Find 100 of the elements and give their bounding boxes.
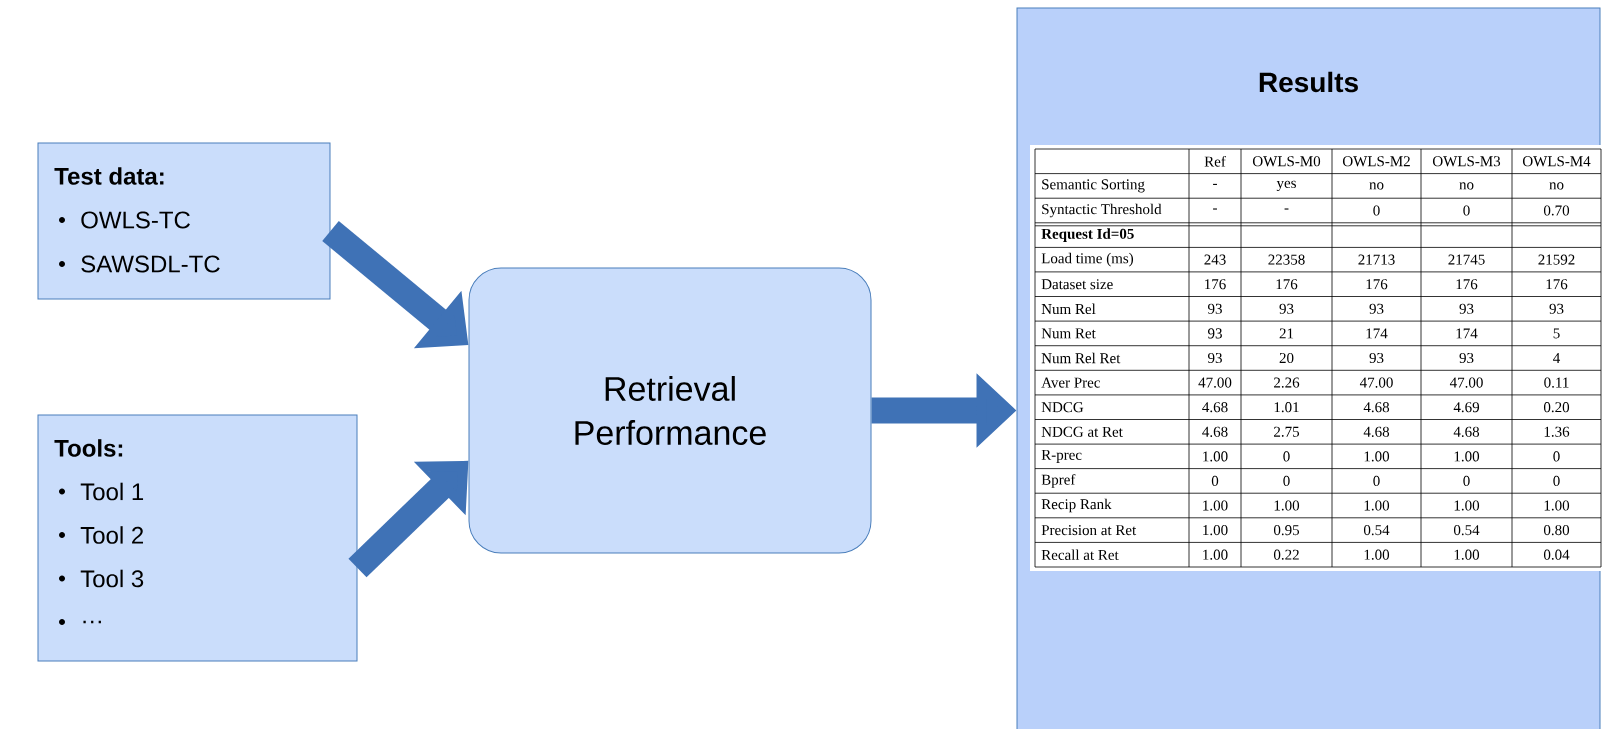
table-cell: 0.54 xyxy=(1363,525,1390,536)
table-cell: - xyxy=(1213,183,1217,185)
table-cell: 1.36 xyxy=(1544,426,1570,437)
table-cell: 0 xyxy=(1553,475,1560,486)
table-cell: yes xyxy=(1276,180,1296,192)
table-cell: 5 xyxy=(1553,328,1560,339)
table-cell: OWLS-M2 xyxy=(1342,156,1410,167)
table-cell: 176 xyxy=(1546,279,1568,290)
table-cell: 176 xyxy=(1456,279,1478,290)
table-cell: 0.04 xyxy=(1543,549,1570,560)
list-box: Test data: OWLS-TC SAWSDL-TC xyxy=(37,142,331,300)
table-cell: 93 xyxy=(1459,352,1474,364)
table-cell: 0 xyxy=(1211,475,1219,486)
table-cell: 21745 xyxy=(1448,254,1485,265)
table-cell: 174 xyxy=(1456,328,1478,339)
table-cell: 93 xyxy=(1369,352,1384,364)
table-cell: 47.00 xyxy=(1449,377,1483,388)
table-cell: 0 xyxy=(1463,475,1470,486)
table-cell: Load time (ms) xyxy=(1041,252,1134,267)
table-cell: 93 xyxy=(1208,328,1222,339)
table-cell: Num Rel xyxy=(1041,303,1096,315)
table-cell: 93 xyxy=(1369,303,1384,314)
table-cell: 1.00 xyxy=(1203,451,1228,462)
table-cell: Ref xyxy=(1204,155,1226,167)
table-cell: 0 xyxy=(1373,475,1380,486)
table-cell: 1.00 xyxy=(1544,500,1570,511)
table-cell: 22358 xyxy=(1268,254,1305,265)
table-cell: Dataset size xyxy=(1041,279,1113,290)
table-cell: 4 xyxy=(1553,353,1561,363)
table-cell: 0 xyxy=(1553,451,1560,462)
block-arrow xyxy=(348,460,469,578)
table-cell: 93 xyxy=(1208,352,1222,364)
table-cell: 0 xyxy=(1373,205,1380,216)
table-cell: 0.80 xyxy=(1543,525,1570,536)
table-cell: 47.00 xyxy=(1198,377,1232,388)
table-cell: 0.11 xyxy=(1544,377,1569,388)
table-cell: NDCG xyxy=(1041,402,1084,413)
table-cell: OWLS-M4 xyxy=(1522,156,1591,167)
table-cell: no xyxy=(1459,182,1474,190)
table-cell: 47.00 xyxy=(1359,377,1393,388)
table-cell: 4.68 xyxy=(1453,426,1480,437)
table-cell: 4.68 xyxy=(1363,402,1390,413)
table-cell: 20 xyxy=(1279,352,1294,364)
table-cell: Aver Prec xyxy=(1041,377,1100,388)
table-cell: 4.68 xyxy=(1202,402,1228,413)
table-cell: Num Rel Ret xyxy=(1041,352,1121,364)
table-cell: OWLS-M0 xyxy=(1252,156,1321,167)
table-cell: Bpref xyxy=(1041,474,1076,488)
table-cell: 1.00 xyxy=(1364,549,1390,560)
table-cell: 2.75 xyxy=(1274,426,1300,437)
table-cell: 93 xyxy=(1549,303,1564,314)
table-cell: 2.26 xyxy=(1274,377,1300,388)
table-cell: Recip Rank xyxy=(1041,498,1112,513)
list-box: Tools: Tool 1 Tool 2 Tool 3 … xyxy=(37,414,358,662)
table-cell: 21592 xyxy=(1538,254,1575,265)
table-cell: 0.20 xyxy=(1543,402,1570,413)
table-cell: 176 xyxy=(1276,279,1298,290)
table-cell: 1.00 xyxy=(1203,500,1228,511)
table-cell: 0 xyxy=(1283,451,1290,462)
table-cell: no xyxy=(1369,182,1384,190)
table-cell: 4.69 xyxy=(1453,402,1479,413)
table-cell: 0.95 xyxy=(1273,525,1300,536)
table-cell: no xyxy=(1549,182,1564,190)
table-cell: Request Id=05 xyxy=(1041,228,1134,242)
table-cell: 0 xyxy=(1283,475,1290,486)
table-cell: Precision at Ret xyxy=(1041,525,1137,536)
table-cell: 174 xyxy=(1366,328,1388,339)
table-cell: 243 xyxy=(1204,254,1226,265)
table-cell: 21713 xyxy=(1358,254,1395,265)
table-cell: - xyxy=(1213,208,1217,210)
table-cell: 1.00 xyxy=(1454,500,1480,511)
process-box: Retrieval Performance xyxy=(468,267,872,554)
table-cell: 4.68 xyxy=(1202,426,1228,437)
table-cell: Syntactic Threshold xyxy=(1042,203,1162,218)
table-cell: - xyxy=(1284,208,1289,210)
table-cell: 93 xyxy=(1208,303,1222,314)
table-cell: 1.00 xyxy=(1364,500,1390,511)
table-cell: 0 xyxy=(1463,205,1470,216)
table-cell: 176 xyxy=(1366,279,1388,290)
table-cell: 1.00 xyxy=(1203,525,1228,536)
table-cell: 93 xyxy=(1459,303,1474,314)
table-cell: Semantic Sorting xyxy=(1042,179,1145,193)
table-cell: 1.01 xyxy=(1274,402,1299,413)
table-cell: 1.00 xyxy=(1454,549,1480,560)
table-cell: 21 xyxy=(1279,328,1294,339)
table-cell: 176 xyxy=(1205,279,1226,290)
table-cell: 1.00 xyxy=(1454,451,1480,462)
table-cell: 93 xyxy=(1279,303,1294,314)
table-cell: 4.68 xyxy=(1363,426,1390,437)
table-cell: OWLS-M3 xyxy=(1432,156,1501,167)
table-cell: 1.00 xyxy=(1203,549,1228,560)
table-cell: R-prec xyxy=(1041,449,1082,463)
table-cell: 0.54 xyxy=(1453,525,1480,536)
table-cell: 0.22 xyxy=(1273,549,1299,560)
table-cell: 1.00 xyxy=(1274,500,1300,511)
table-cell: Num Ret xyxy=(1041,328,1096,339)
table-cell: NDCG at Ret xyxy=(1041,426,1123,437)
table-cell: 0.70 xyxy=(1543,205,1570,216)
table-cell: Recall at Ret xyxy=(1041,549,1119,560)
table-cell: 1.00 xyxy=(1364,451,1390,462)
